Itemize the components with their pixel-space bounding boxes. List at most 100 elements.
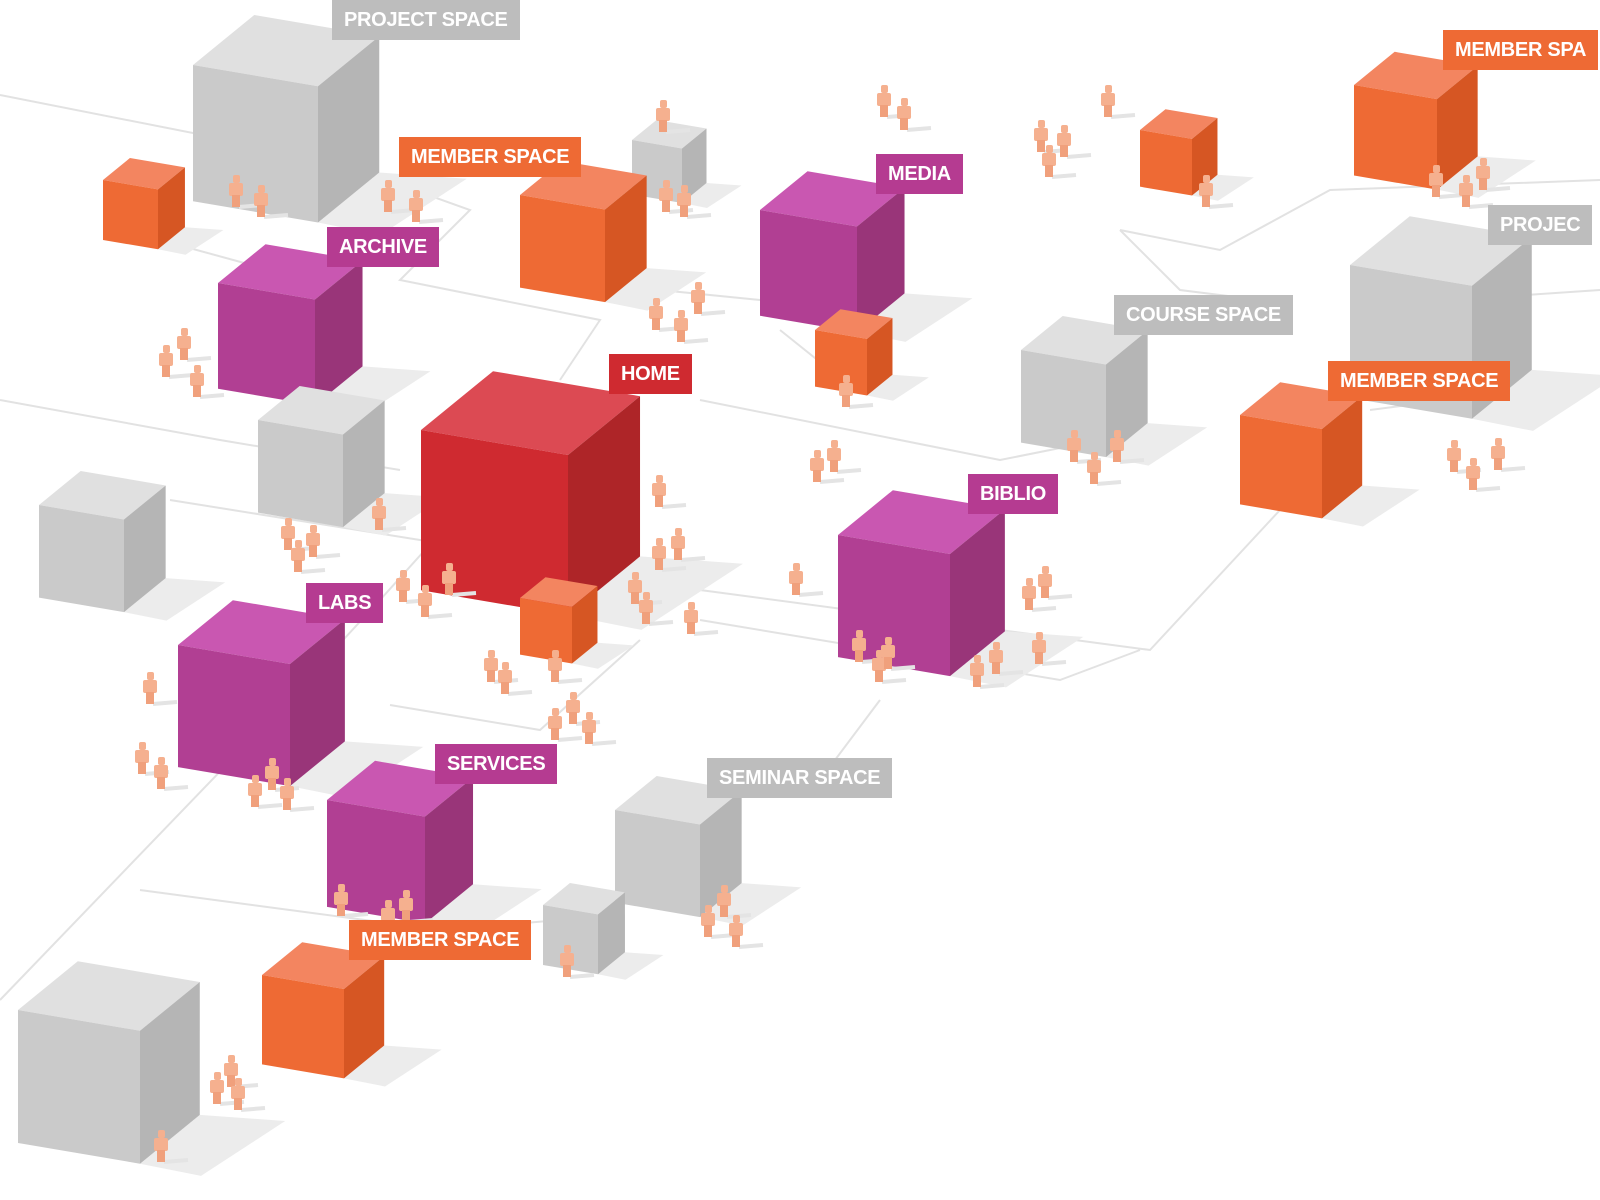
label-biblio[interactable]: BIBLIO: [968, 474, 1058, 514]
cube-top-face: [632, 120, 707, 149]
cube-side-face: [1106, 330, 1148, 458]
label-seminar-space[interactable]: SEMINAR SPACE: [707, 758, 893, 798]
person-icon: [659, 180, 694, 214]
person-icon: [989, 642, 1024, 676]
cube-member-space-center[interactable]: [520, 161, 647, 303]
cube-top-face: [18, 961, 200, 1031]
person-icon: [280, 778, 315, 812]
cube-front-face: [39, 505, 124, 613]
cube-side-face: [124, 485, 166, 613]
label-archive[interactable]: ARCHIVE: [327, 227, 439, 267]
cube-side-face: [315, 260, 363, 406]
cube-side-face: [867, 318, 893, 396]
cube-archive[interactable]: [218, 244, 363, 406]
label-member-space-right[interactable]: MEMBER SPACE: [1328, 361, 1511, 401]
cube-front-face: [218, 283, 315, 406]
person-icon: [229, 175, 264, 209]
label-media[interactable]: MEDIA: [876, 154, 963, 194]
cube-top-face: [218, 244, 363, 300]
cube-biblio[interactable]: [838, 490, 1005, 677]
person-icon: [154, 757, 189, 791]
cube-front-face: [520, 598, 572, 664]
cube-orange-small-left[interactable]: [103, 158, 185, 250]
person-icon: [548, 708, 583, 742]
person-icon: [154, 1130, 189, 1164]
label-project-space-top[interactable]: PROJECT SPACE: [332, 0, 520, 40]
cube-top-face: [520, 577, 598, 607]
label-project-right[interactable]: PROJEC: [1488, 205, 1593, 245]
label-services[interactable]: SERVICES: [435, 744, 558, 784]
cube-media[interactable]: [760, 171, 905, 333]
cube-member-space-bottom[interactable]: [262, 942, 385, 1079]
label-member-space-center[interactable]: MEMBER SPACE: [399, 137, 582, 177]
cube-side-face: [158, 167, 185, 250]
cube-front-face: [327, 800, 425, 924]
cube-shadow: [568, 556, 743, 630]
cube-gray-bottom-left[interactable]: [18, 961, 200, 1164]
cube-side-face: [1192, 118, 1218, 196]
cube-front-face: [178, 645, 290, 787]
cube-project-space-top[interactable]: [193, 15, 380, 223]
person-icon: [159, 345, 194, 379]
person-icon: [265, 758, 300, 792]
person-icon: [498, 662, 533, 696]
cube-orange-small-media[interactable]: [815, 309, 893, 396]
person-icon: [582, 712, 617, 746]
person-icon: [143, 672, 178, 706]
cube-gray-mid-left[interactable]: [258, 386, 385, 528]
cube-side-face: [857, 187, 905, 333]
person-icon: [827, 440, 862, 474]
cube-services[interactable]: [327, 760, 474, 924]
label-course-space[interactable]: COURSE SPACE: [1114, 295, 1293, 335]
label-labs[interactable]: LABS: [306, 583, 384, 623]
cube-front-face: [543, 905, 598, 975]
cube-shadow: [1472, 369, 1600, 431]
person-icon: [674, 310, 709, 344]
label-member-space-top-right[interactable]: MEMBER SPA: [1443, 30, 1599, 70]
cube-top-face: [760, 171, 905, 227]
cube-course-space[interactable]: [1021, 316, 1148, 458]
cube-labs[interactable]: [178, 600, 345, 787]
cube-orange-small-home[interactable]: [520, 577, 598, 664]
cube-side-face: [700, 790, 742, 918]
cube-top-face: [178, 600, 345, 665]
cube-shadow: [598, 952, 664, 980]
cube-member-space-right[interactable]: [1240, 382, 1363, 519]
cube-front-face: [193, 65, 318, 223]
label-home[interactable]: HOME: [609, 354, 692, 394]
person-icon: [1032, 632, 1067, 666]
person-icon: [372, 498, 407, 532]
cube-home[interactable]: [421, 371, 641, 616]
person-icon: [1110, 430, 1145, 464]
cube-side-face: [568, 396, 641, 616]
cube-side-face: [344, 956, 385, 1079]
person-icon: [1466, 458, 1501, 492]
person-icon: [442, 563, 477, 597]
person-icon: [671, 528, 706, 562]
label-member-space-bottom[interactable]: MEMBER SPACE: [349, 920, 532, 960]
person-icon: [881, 637, 916, 671]
person-icon: [691, 282, 726, 316]
person-icon: [548, 650, 583, 684]
cube-shadow: [867, 374, 929, 401]
cube-orange-small-top-right[interactable]: [1140, 109, 1218, 196]
person-icon: [839, 375, 874, 409]
cube-gray-left[interactable]: [39, 471, 166, 613]
cube-shadow: [605, 268, 707, 311]
person-icon: [1491, 438, 1526, 472]
cube-shadow: [158, 227, 224, 255]
cube-side-face: [598, 892, 625, 975]
person-icon: [970, 655, 1005, 689]
cube-gray-small-bottom[interactable]: [543, 883, 625, 975]
person-icon: [409, 190, 444, 224]
cube-shadow: [1106, 423, 1208, 466]
cube-front-face: [1140, 130, 1192, 196]
cube-shadow: [682, 183, 742, 208]
cube-front-face: [615, 810, 700, 918]
cube-front-face: [258, 420, 343, 528]
cube-top-face: [39, 471, 166, 520]
person-icon: [1022, 578, 1057, 612]
cube-member-space-top-right[interactable]: [1354, 51, 1478, 190]
cube-side-face: [572, 586, 598, 664]
